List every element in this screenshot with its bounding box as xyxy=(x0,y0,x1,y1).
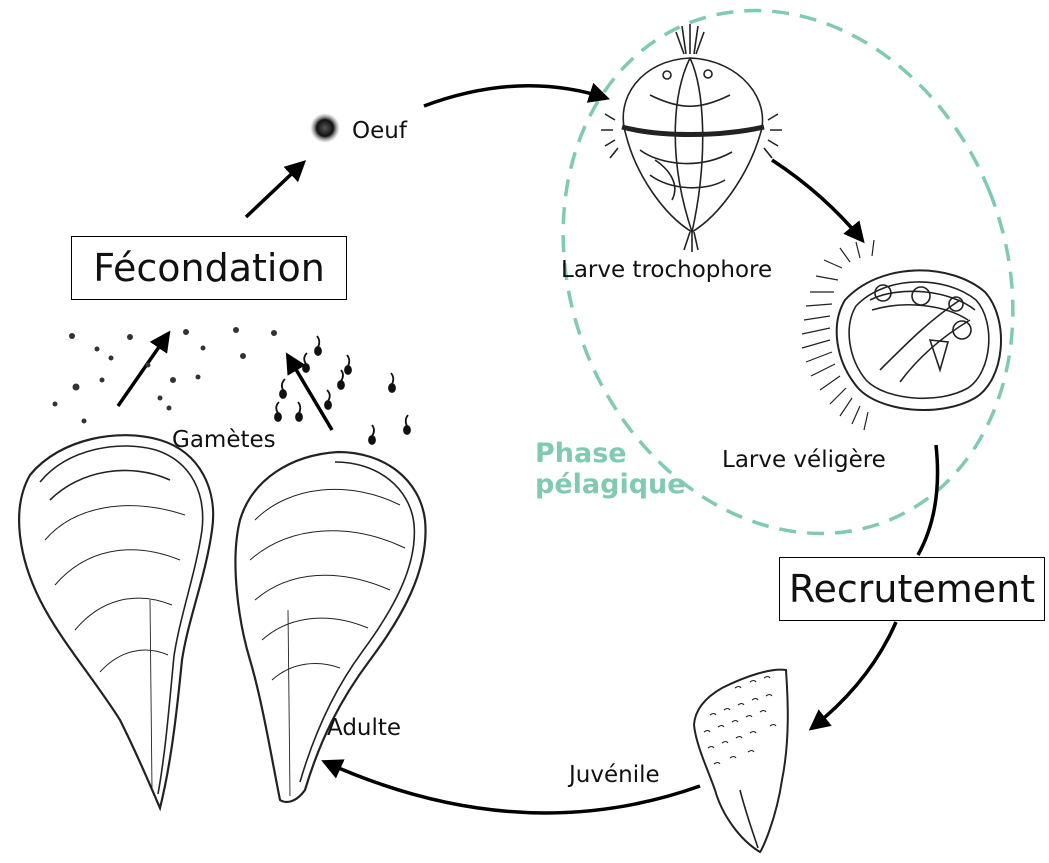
adult-oyster-right-shell xyxy=(235,452,425,802)
label-fecondation: Fécondation xyxy=(93,249,325,287)
arrow-fecondation-to-egg xyxy=(246,163,303,217)
trochophore-larva-illustration xyxy=(601,24,782,252)
label-adult: Adulte xyxy=(327,717,401,740)
egg-cell xyxy=(310,113,340,143)
arrow-sperm-to-fecondation xyxy=(288,356,332,430)
label-pelagic-line2: pélagique xyxy=(535,469,686,500)
label-veliger: Larve véligère xyxy=(722,449,886,472)
arrow-egg-to-trochophore xyxy=(424,86,606,106)
label-pelagic-phase: Phase pélagique xyxy=(535,438,686,500)
adult-oyster-left-shell xyxy=(19,435,213,808)
label-juvenile: Juvénile xyxy=(569,764,660,787)
juvenile-oyster-illustration xyxy=(694,670,788,852)
label-recrutement-box: Recrutement xyxy=(779,557,1045,621)
label-recrutement: Recrutement xyxy=(789,570,1035,608)
sperm-gametes xyxy=(275,336,410,444)
label-trochophore: Larve trochophore xyxy=(561,259,772,282)
label-gametes: Gamètes xyxy=(172,429,276,452)
label-fecondation-box: Fécondation xyxy=(71,236,347,300)
arrow-trochophore-to-veliger xyxy=(772,160,862,240)
arrow-recruitment-to-juvenile xyxy=(812,622,896,728)
arrow-eggs-to-fecondation xyxy=(118,334,168,406)
label-pelagic-line1: Phase xyxy=(535,438,686,469)
veliger-larva-illustration xyxy=(802,240,1001,430)
label-egg: Oeuf xyxy=(352,120,407,143)
